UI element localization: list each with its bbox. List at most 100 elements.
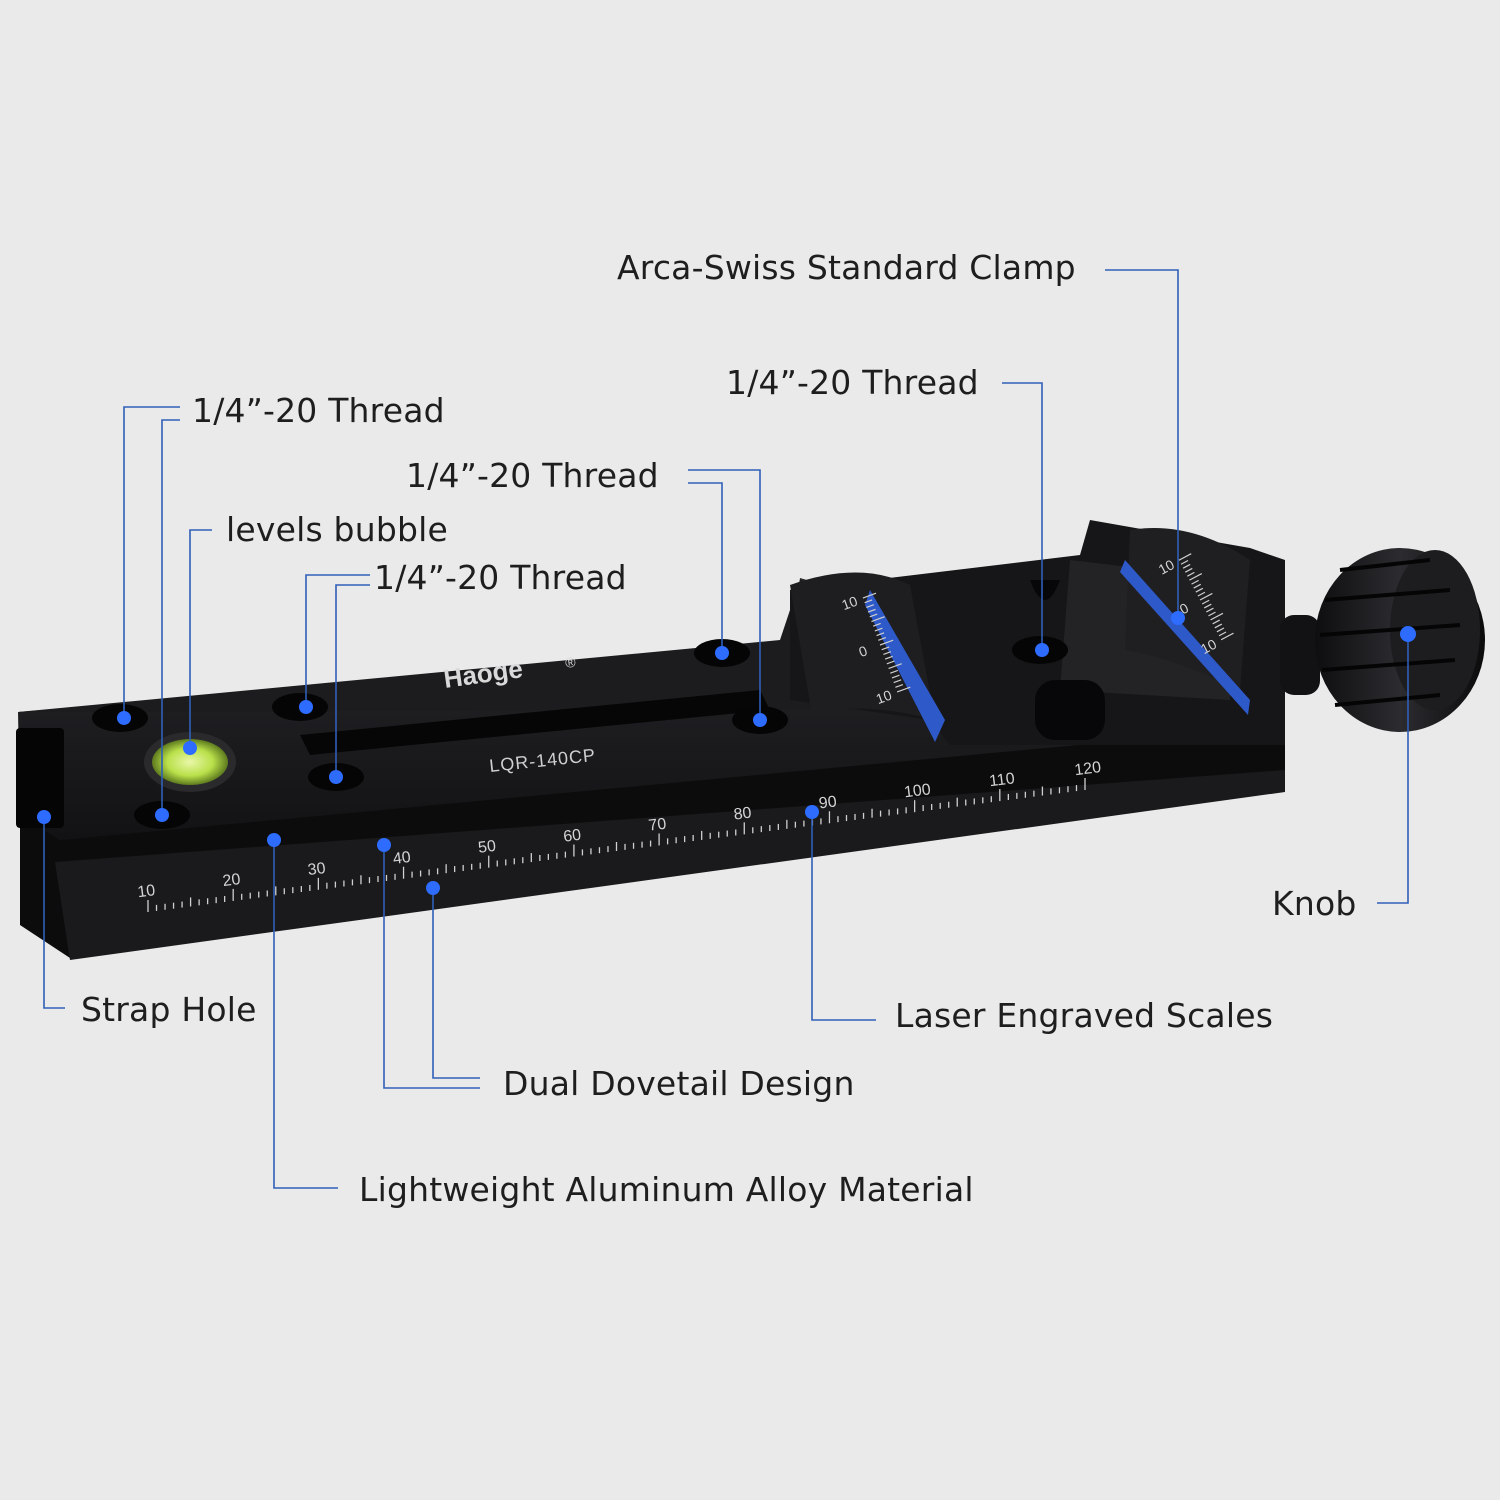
scale-label: 40 <box>392 849 412 868</box>
marker-dot <box>37 810 51 824</box>
clamp-scale-tick <box>866 604 875 608</box>
marker-dot <box>753 713 767 727</box>
scale-label: 10 <box>136 882 156 901</box>
clamp-scale-tick <box>886 660 895 665</box>
scale-label: 80 <box>733 804 753 823</box>
clamp-scale-tick <box>1210 612 1224 621</box>
clamp-scale-tick <box>1184 567 1193 573</box>
clamp-scale-tick <box>1191 579 1199 585</box>
clamp-scale-tick <box>1206 607 1214 613</box>
callout-dual-dovetail-design: Dual Dovetail Design <box>503 1064 855 1103</box>
marker-dot <box>1171 611 1185 625</box>
clamp-scale-tick <box>872 622 881 627</box>
scale-label: 90 <box>818 793 838 812</box>
leader-levels-bubble <box>189 529 212 748</box>
leader-thread-top-left-b <box>161 419 180 815</box>
clamp-scale-tick <box>879 639 894 646</box>
leader-arca-swiss-clamp <box>1105 269 1179 618</box>
leader-lines <box>43 269 1409 1189</box>
clamp-scale-tick <box>888 663 902 670</box>
clamp-scale-tick <box>874 627 883 632</box>
clamp-scale-tick <box>1218 631 1227 637</box>
leader-strap-hole <box>43 817 65 1009</box>
marker-dots <box>37 611 1416 895</box>
marker-dot <box>329 770 343 784</box>
callout-arca-swiss-clamp: Arca-Swiss Standard Clamp <box>617 248 1076 287</box>
clamp-scale-tick <box>1193 583 1202 589</box>
clamp-scale-tick <box>867 608 876 613</box>
clamp-scale-tick <box>1189 573 1203 581</box>
clamp-scale-label: 10 <box>874 687 894 707</box>
clamp-scale-label: 10 <box>839 593 859 613</box>
bubble-level <box>144 732 236 792</box>
leader-thread-lower-a <box>305 574 370 707</box>
leader-thread-lower-b <box>335 584 370 777</box>
scale-label: 20 <box>222 871 242 890</box>
scale-label: 120 <box>1073 759 1102 779</box>
clamp-scale-tick <box>878 637 887 641</box>
scale-label: 30 <box>307 860 327 879</box>
leader-knob <box>1377 634 1409 904</box>
clamp-scale-tick <box>1199 592 1213 601</box>
clamp-scale-tick <box>883 651 892 655</box>
registered-mark: ® <box>564 654 577 671</box>
callout-thread-lower-left: 1/4”-20 Thread <box>374 558 627 597</box>
clamp-scale-tick <box>1216 627 1225 633</box>
marker-dot <box>267 833 281 847</box>
marker-dot <box>715 646 729 660</box>
clamp-scale-tick <box>1220 632 1234 641</box>
leader-thread-middle-a <box>688 469 761 720</box>
callout-thread-top-left: 1/4”-20 Thread <box>192 391 445 430</box>
clamp-scale-tick <box>1208 611 1216 617</box>
clamp-scale-tick <box>1203 603 1212 609</box>
clamp-scale-tick <box>884 655 893 660</box>
scale-label: 100 <box>903 781 932 801</box>
clamp-scale-tick <box>891 674 900 679</box>
callout-thread-middle: 1/4”-20 Thread <box>406 456 659 495</box>
marker-dot <box>1400 626 1416 642</box>
clamp-scale-tick <box>1187 571 1195 577</box>
scale-label: 70 <box>648 816 668 835</box>
clamp-scale-tick <box>871 616 885 623</box>
clamp-scale-tick <box>1180 559 1189 565</box>
marker-dot <box>805 805 819 819</box>
callout-levels-bubble: levels bubble <box>226 510 448 549</box>
clamp-scale-tick <box>864 599 873 604</box>
callout-laser-engraved-scales: Laser Engraved Scales <box>895 996 1274 1035</box>
clamp-scale-tick <box>1214 623 1223 629</box>
callout-thread-top-right: 1/4”-20 Thread <box>726 363 979 402</box>
clamp-body <box>790 520 1285 745</box>
clamp-scale-tick <box>876 632 885 637</box>
clamp-scale-tick <box>896 686 911 693</box>
marker-dot <box>1035 643 1049 657</box>
clamp-scale-tick <box>869 613 878 618</box>
marker-dot <box>299 700 313 714</box>
clamp-scale-tick <box>893 679 902 684</box>
callout-lightweight-aluminum-alloy: Lightweight Aluminum Alloy Material <box>359 1170 974 1209</box>
clamp-scale-tick <box>1182 563 1191 569</box>
leader-thread-top-right <box>1002 382 1043 650</box>
marker-dot <box>117 711 131 725</box>
scale-label: 50 <box>477 838 497 857</box>
scale-label: 110 <box>988 770 1015 790</box>
knob-illustration <box>1280 548 1485 732</box>
leader-thread-middle-b <box>688 482 723 653</box>
leader-laser-scales <box>811 812 876 1021</box>
marker-dot <box>183 741 197 755</box>
marker-dot <box>155 808 169 822</box>
leader-dovetail-a <box>432 888 480 1079</box>
marker-dot <box>426 881 440 895</box>
clamp-scale-tick <box>1197 591 1206 597</box>
clamp-scale-tick <box>890 669 898 674</box>
clamp-scale-label: 10 <box>1156 556 1177 578</box>
clamp-scale-tick <box>895 683 904 688</box>
marker-dot <box>377 838 391 852</box>
clamp-scale-tick <box>1212 619 1221 625</box>
clamp-scale-tick <box>1195 587 1204 593</box>
clamp-scale-tick <box>1178 553 1192 561</box>
